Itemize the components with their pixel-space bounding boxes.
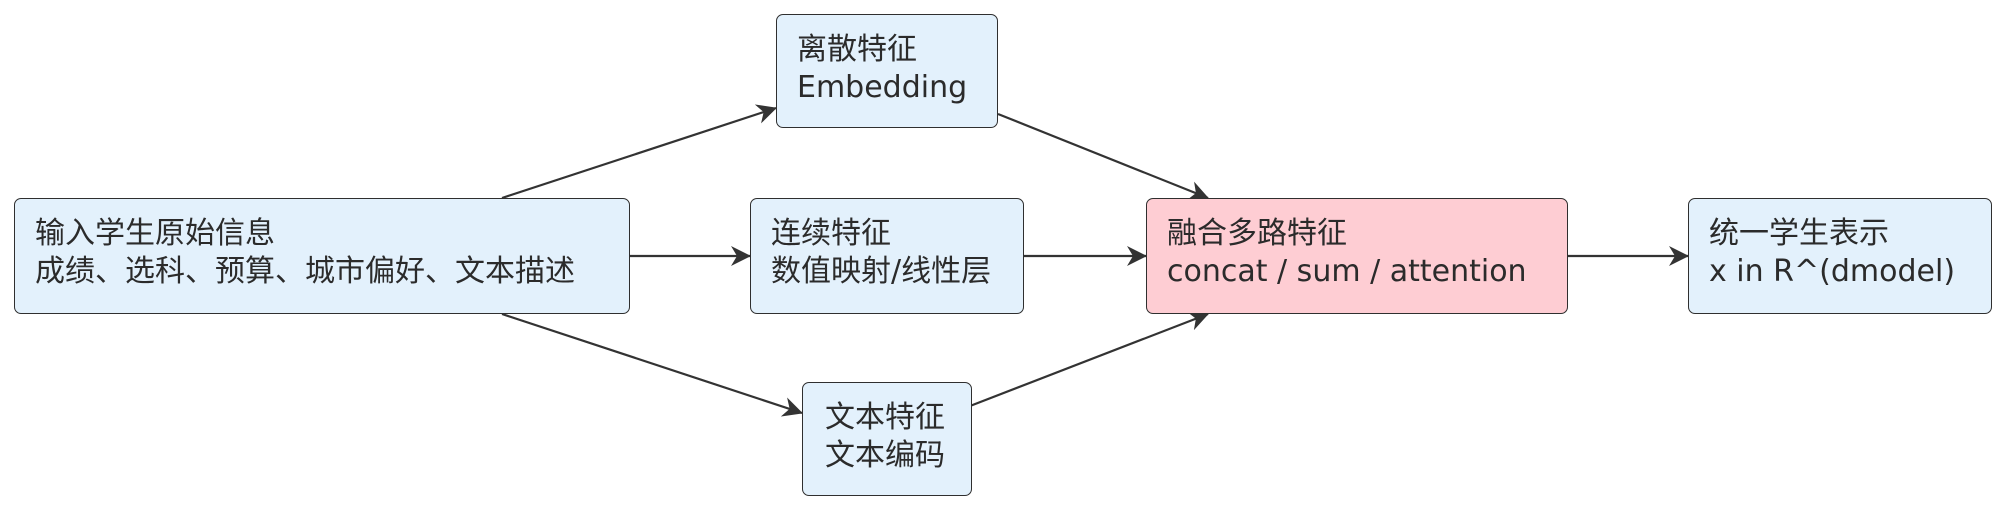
node-output-detail: x in R^(dmodel) (1709, 254, 1956, 289)
node-input-title: 输入学生原始信息 (35, 216, 275, 251)
node-fusion-detail: concat / sum / attention (1167, 254, 1527, 289)
node-continuous-title: 连续特征 (771, 216, 891, 251)
edge-discrete-to-fusion (997, 112, 1209, 201)
node-text-detail: 文本编码 (825, 438, 945, 473)
node-discrete-detail: Embedding (797, 70, 968, 105)
node-output-title: 统一学生表示 (1709, 216, 1889, 251)
node-discrete-title: 离散特征 (797, 32, 917, 67)
node-text-title: 文本特征 (825, 400, 945, 435)
node-text: 文本特征 文本编码 (802, 382, 972, 496)
node-input-detail: 成绩、选科、预算、城市偏好、文本描述 (35, 254, 575, 289)
node-fusion: 融合多路特征 concat / sum / attention (1146, 198, 1568, 314)
node-continuous: 连续特征 数值映射/线性层 (750, 198, 1024, 314)
edge-input-to-discrete (501, 104, 777, 200)
edge-text-to-fusion (969, 311, 1209, 408)
node-input: 输入学生原始信息 成绩、选科、预算、城市偏好、文本描述 (14, 198, 630, 314)
edge-input-to-text (501, 312, 803, 417)
node-discrete: 离散特征 Embedding (776, 14, 998, 128)
node-fusion-title: 融合多路特征 (1167, 216, 1347, 251)
node-continuous-detail: 数值映射/线性层 (771, 254, 992, 289)
node-output: 统一学生表示 x in R^(dmodel) (1688, 198, 1992, 314)
